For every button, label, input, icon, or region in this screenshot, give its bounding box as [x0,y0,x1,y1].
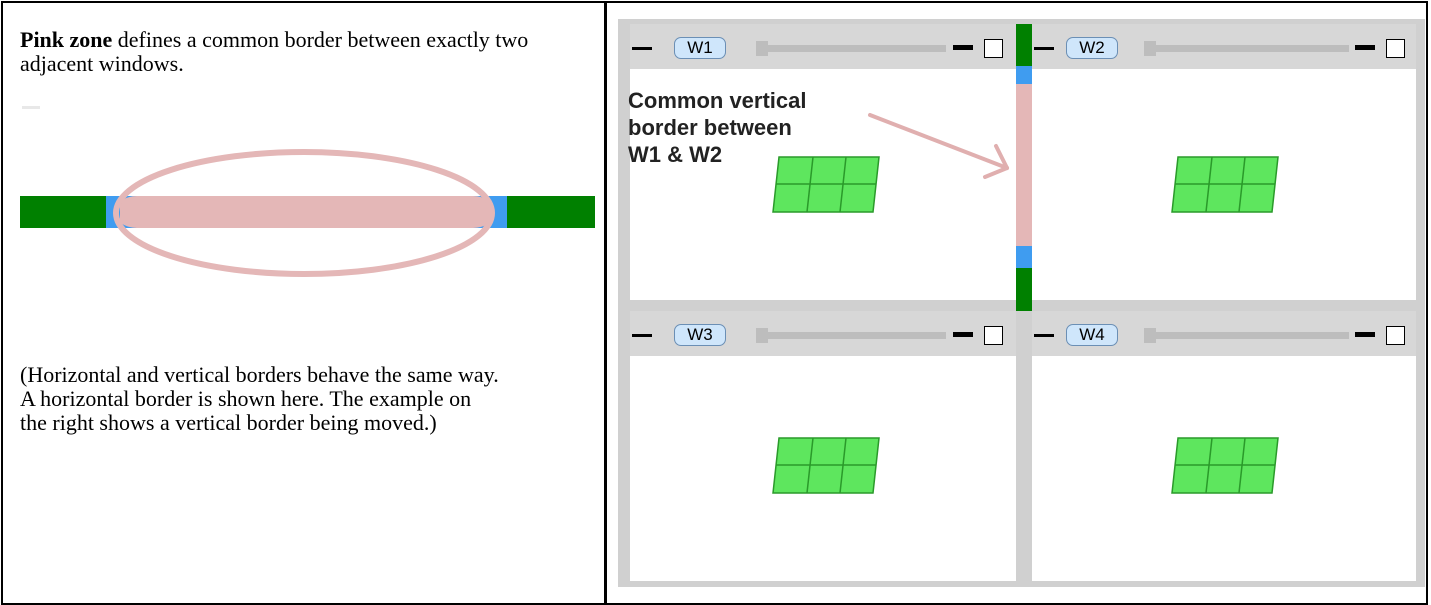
horizontal-border-diagram [20,149,595,277]
window-w4-titlebar[interactable]: W4 [1032,311,1416,356]
pink-border-zone-vertical[interactable] [1016,84,1032,246]
grid-tile-icon [772,437,880,494]
right-window-edge [506,196,595,228]
vertical-border[interactable] [1016,24,1032,311]
window-menu-icon[interactable] [632,334,652,337]
border-note: (Horizontal and vertical borders behave … [20,362,499,435]
window-w1-slider[interactable] [756,45,946,52]
left-blue-cap [115,196,137,228]
vertical-border-bottom-end [1016,246,1032,268]
grid-tile-icon [1171,437,1279,494]
pink-highlight-ellipse [113,149,495,277]
pink-zone-term: Pink zone [20,27,113,52]
maximize-icon[interactable] [984,39,1003,58]
window-w3-slider[interactable] [756,332,946,339]
minimize-icon[interactable] [1355,332,1375,337]
window-w1-titlebar[interactable]: W1 [630,24,1016,69]
window-w1-label: W1 [674,37,726,59]
annotation-line-1: Common vertical [628,88,807,113]
decorative-tick [22,106,40,109]
right-border-end [493,196,507,228]
left-window-edge [20,196,110,228]
vertical-border-top-end [1016,66,1032,84]
maximize-icon[interactable] [984,326,1003,345]
pink-zone-definition: defines a common border between exactly … [20,27,529,76]
minimize-icon[interactable] [953,332,973,337]
window-w4-label: W4 [1066,324,1118,346]
annotation-line-3: W1 & W2 [628,142,723,167]
panel-divider [604,1,607,605]
maximize-icon[interactable] [1386,326,1405,345]
window-w2-slider[interactable] [1144,45,1349,52]
window-w4-slider[interactable] [1144,332,1349,339]
pink-zone-description: Pink zone defines a common border betwee… [20,28,600,76]
annotation-arrow [868,113,1009,179]
annotation-line-2: border between [628,115,792,140]
left-panel: Pink zone defines a common border betwee… [3,3,604,601]
window-menu-icon[interactable] [1034,334,1054,337]
window-w3-label: W3 [674,324,726,346]
window-menu-icon[interactable] [1034,47,1054,50]
window-w3-titlebar[interactable]: W3 [630,311,1016,356]
window-w2-label: W2 [1066,37,1118,59]
right-blue-cap [473,196,495,228]
minimize-icon[interactable] [1355,45,1375,50]
pink-border-zone[interactable] [120,196,493,228]
window-menu-icon[interactable] [632,47,652,50]
grid-tile-icon [772,156,880,213]
grid-tile-icon [1171,156,1279,213]
minimize-icon[interactable] [953,45,973,50]
window-w2-titlebar[interactable]: W2 [1032,24,1416,69]
maximize-icon[interactable] [1386,39,1405,58]
border-annotation: Common vertical border between W1 & W2 [628,87,807,168]
